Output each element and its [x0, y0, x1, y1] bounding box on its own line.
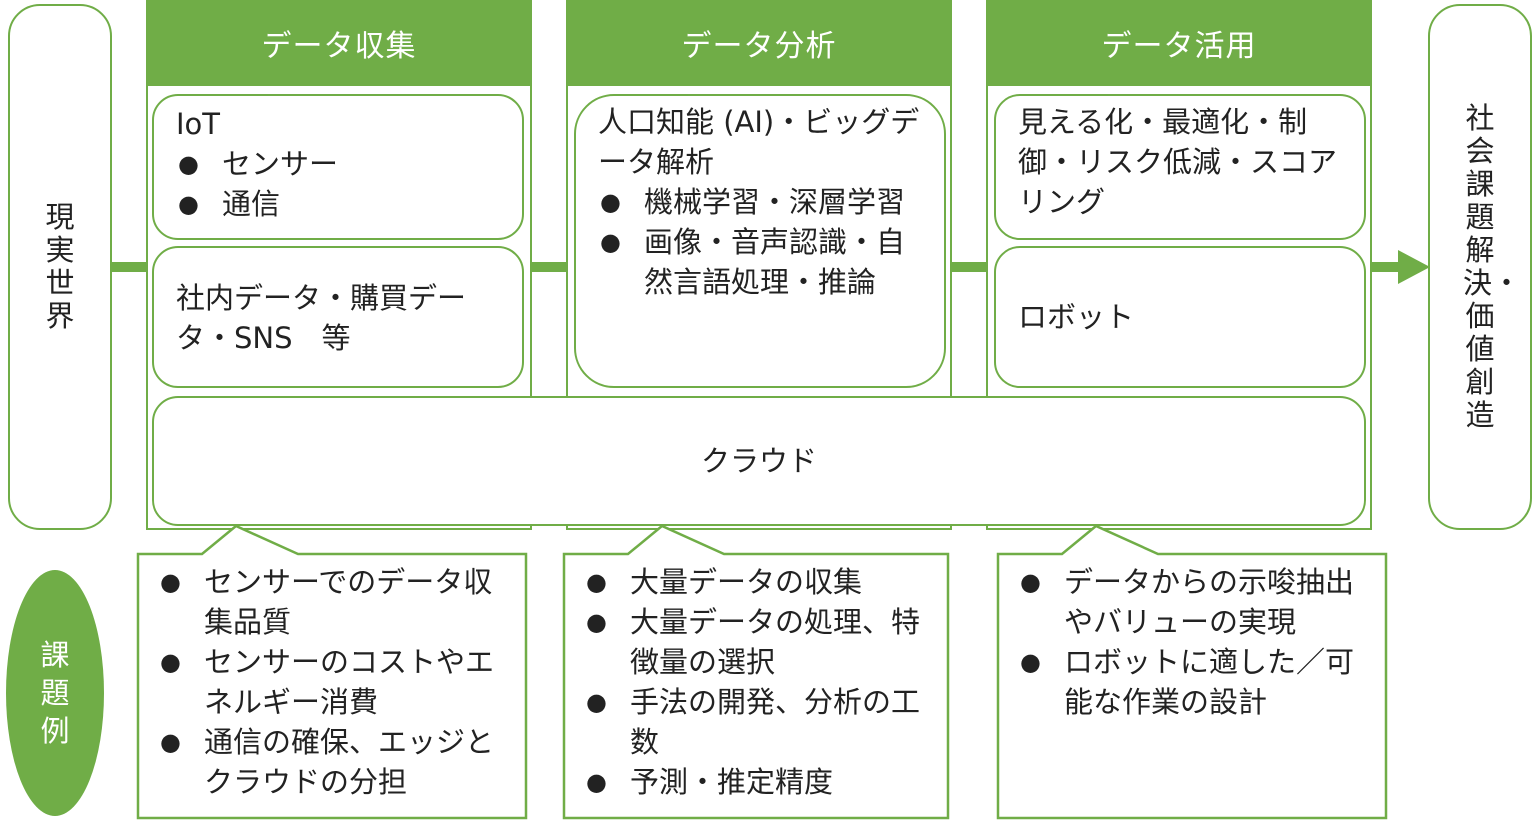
iot-bullet-list: センサー 通信 — [176, 144, 500, 224]
list-item: 手法の開発、分析の工数 — [584, 682, 932, 762]
social-value-box: 社会課題解決・価値創造 — [1428, 4, 1532, 530]
ai-title: 人口知能 (AI)・ビッグデータ解析 — [598, 105, 920, 179]
flow-arrowhead-icon — [1398, 250, 1430, 284]
iot-title: IoT — [176, 107, 221, 141]
real-world-box: 現実世界 — [8, 4, 112, 530]
header-data-analysis: データ分析 — [566, 0, 952, 86]
issues-ellipse: 課題例 — [6, 570, 104, 816]
iot-box: IoT センサー 通信 — [152, 94, 524, 240]
list-item: センサーでのデータ収集品質 — [158, 562, 508, 642]
list-item: 機械学習・深層学習 — [598, 182, 922, 222]
robot-text: ロボット — [1018, 300, 1135, 334]
issue-list-3: データからの示唆抽出やバリューの実現 ロボットに適した／可能な作業の設計 — [1018, 562, 1370, 722]
flow-line-mid2 — [944, 262, 996, 272]
internal-data-box: 社内データ・購買データ・SNS 等 — [152, 246, 524, 388]
issue-callout-3: データからの示唆抽出やバリューの実現 ロボットに適した／可能な作業の設計 — [1018, 562, 1370, 722]
list-item: センサー — [176, 144, 500, 184]
list-item: 大量データの処理、特徴量の選択 — [584, 602, 932, 682]
ai-bullet-list: 機械学習・深層学習 画像・音声認識・自然言語処理・推論 — [598, 182, 922, 302]
cloud-label: クラウド — [700, 444, 817, 478]
internal-data-text: 社内データ・購買データ・SNS 等 — [176, 281, 467, 355]
cloud-box: クラウド — [152, 396, 1366, 526]
issue-list-2: 大量データの収集 大量データの処理、特徴量の選択 手法の開発、分析の工数 予測・… — [584, 562, 932, 802]
real-world-label: 現実世界 — [45, 200, 75, 333]
flow-line-right — [1364, 262, 1400, 272]
header-data-utilization: データ活用 — [986, 0, 1372, 86]
issue-list-1: センサーでのデータ収集品質 センサーのコストやエネルギー消費 通信の確保、エッジ… — [158, 562, 508, 802]
issue-callout-1: センサーでのデータ収集品質 センサーのコストやエネルギー消費 通信の確保、エッジ… — [158, 562, 508, 802]
visualization-box: 見える化・最適化・制御・リスク低減・スコアリング — [994, 94, 1366, 240]
list-item: センサーのコストやエネルギー消費 — [158, 642, 508, 722]
list-item: 予測・推定精度 — [584, 762, 932, 802]
social-value-label: 社会課題解決・価値創造 — [1463, 101, 1522, 432]
list-item: 通信 — [176, 184, 500, 224]
list-item: 大量データの収集 — [584, 562, 932, 602]
list-item: 画像・音声認識・自然言語処理・推論 — [598, 222, 922, 302]
visualization-text: 見える化・最適化・制御・リスク低減・スコアリング — [1018, 105, 1338, 219]
list-item: 通信の確保、エッジとクラウドの分担 — [158, 722, 508, 802]
issues-label: 課題例 — [40, 638, 70, 748]
ai-analysis-box: 人口知能 (AI)・ビッグデータ解析 機械学習・深層学習 画像・音声認識・自然言… — [574, 94, 946, 388]
flow-line-mid1 — [524, 262, 574, 272]
list-item: データからの示唆抽出やバリューの実現 — [1018, 562, 1370, 642]
list-item: ロボットに適した／可能な作業の設計 — [1018, 642, 1370, 722]
header-data-collection: データ収集 — [146, 0, 532, 86]
issue-callout-2: 大量データの収集 大量データの処理、特徴量の選択 手法の開発、分析の工数 予測・… — [584, 562, 932, 802]
flow-line-left — [110, 262, 152, 272]
robot-box: ロボット — [994, 246, 1366, 388]
